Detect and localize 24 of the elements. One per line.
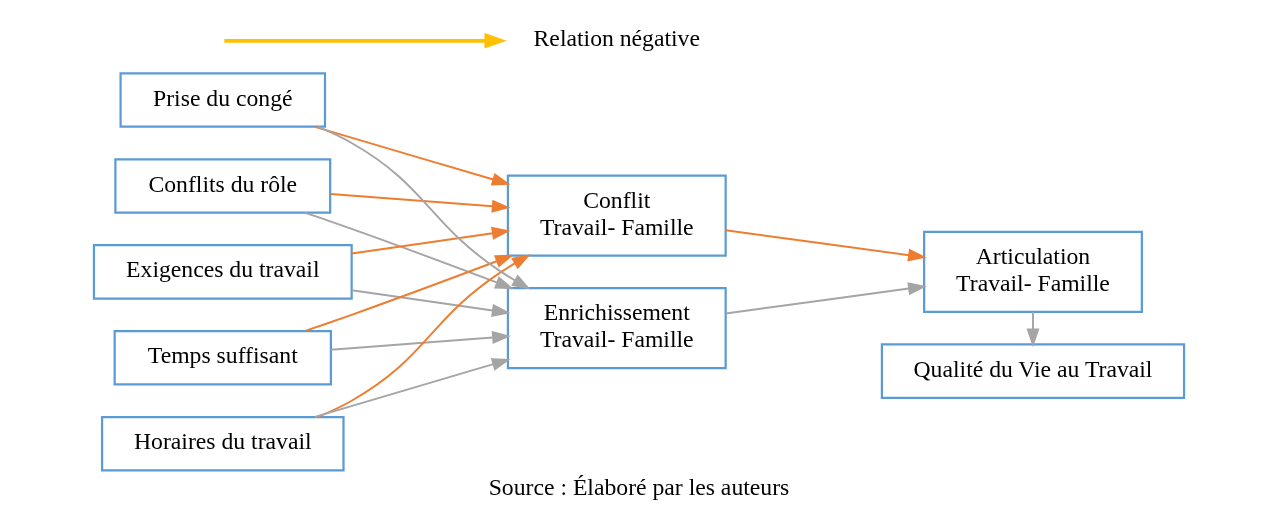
arrow <box>329 330 511 351</box>
node-box: Exigences du travail <box>92 244 353 300</box>
arrow <box>1025 311 1040 348</box>
node-box: Articulation Travail- Famille <box>922 230 1143 313</box>
node-box: Enrichissement Travail- Famille <box>506 287 727 370</box>
arrow <box>350 289 511 317</box>
caption: Source : Élaboré par les auteurs <box>488 474 789 501</box>
arrow <box>313 358 511 418</box>
arrow <box>303 254 514 332</box>
arrow <box>350 226 510 255</box>
arrow <box>316 254 531 418</box>
node-box: Conflits du rôle <box>113 158 331 214</box>
legend-label: Relation négative <box>533 25 700 52</box>
node-box: Temps suffisant <box>113 330 332 386</box>
node-box: Qualité du Vie au Travail <box>880 343 1185 399</box>
node-box: Prise du congé <box>119 72 326 128</box>
node-box: Conflit Travail- Famille <box>506 174 727 257</box>
arrow <box>724 229 927 262</box>
arrow <box>313 125 511 186</box>
arrow <box>316 126 531 290</box>
arrow <box>329 193 511 213</box>
node-box: Horaires du travail <box>100 415 345 472</box>
arrow <box>724 282 927 315</box>
arrow <box>303 211 514 289</box>
